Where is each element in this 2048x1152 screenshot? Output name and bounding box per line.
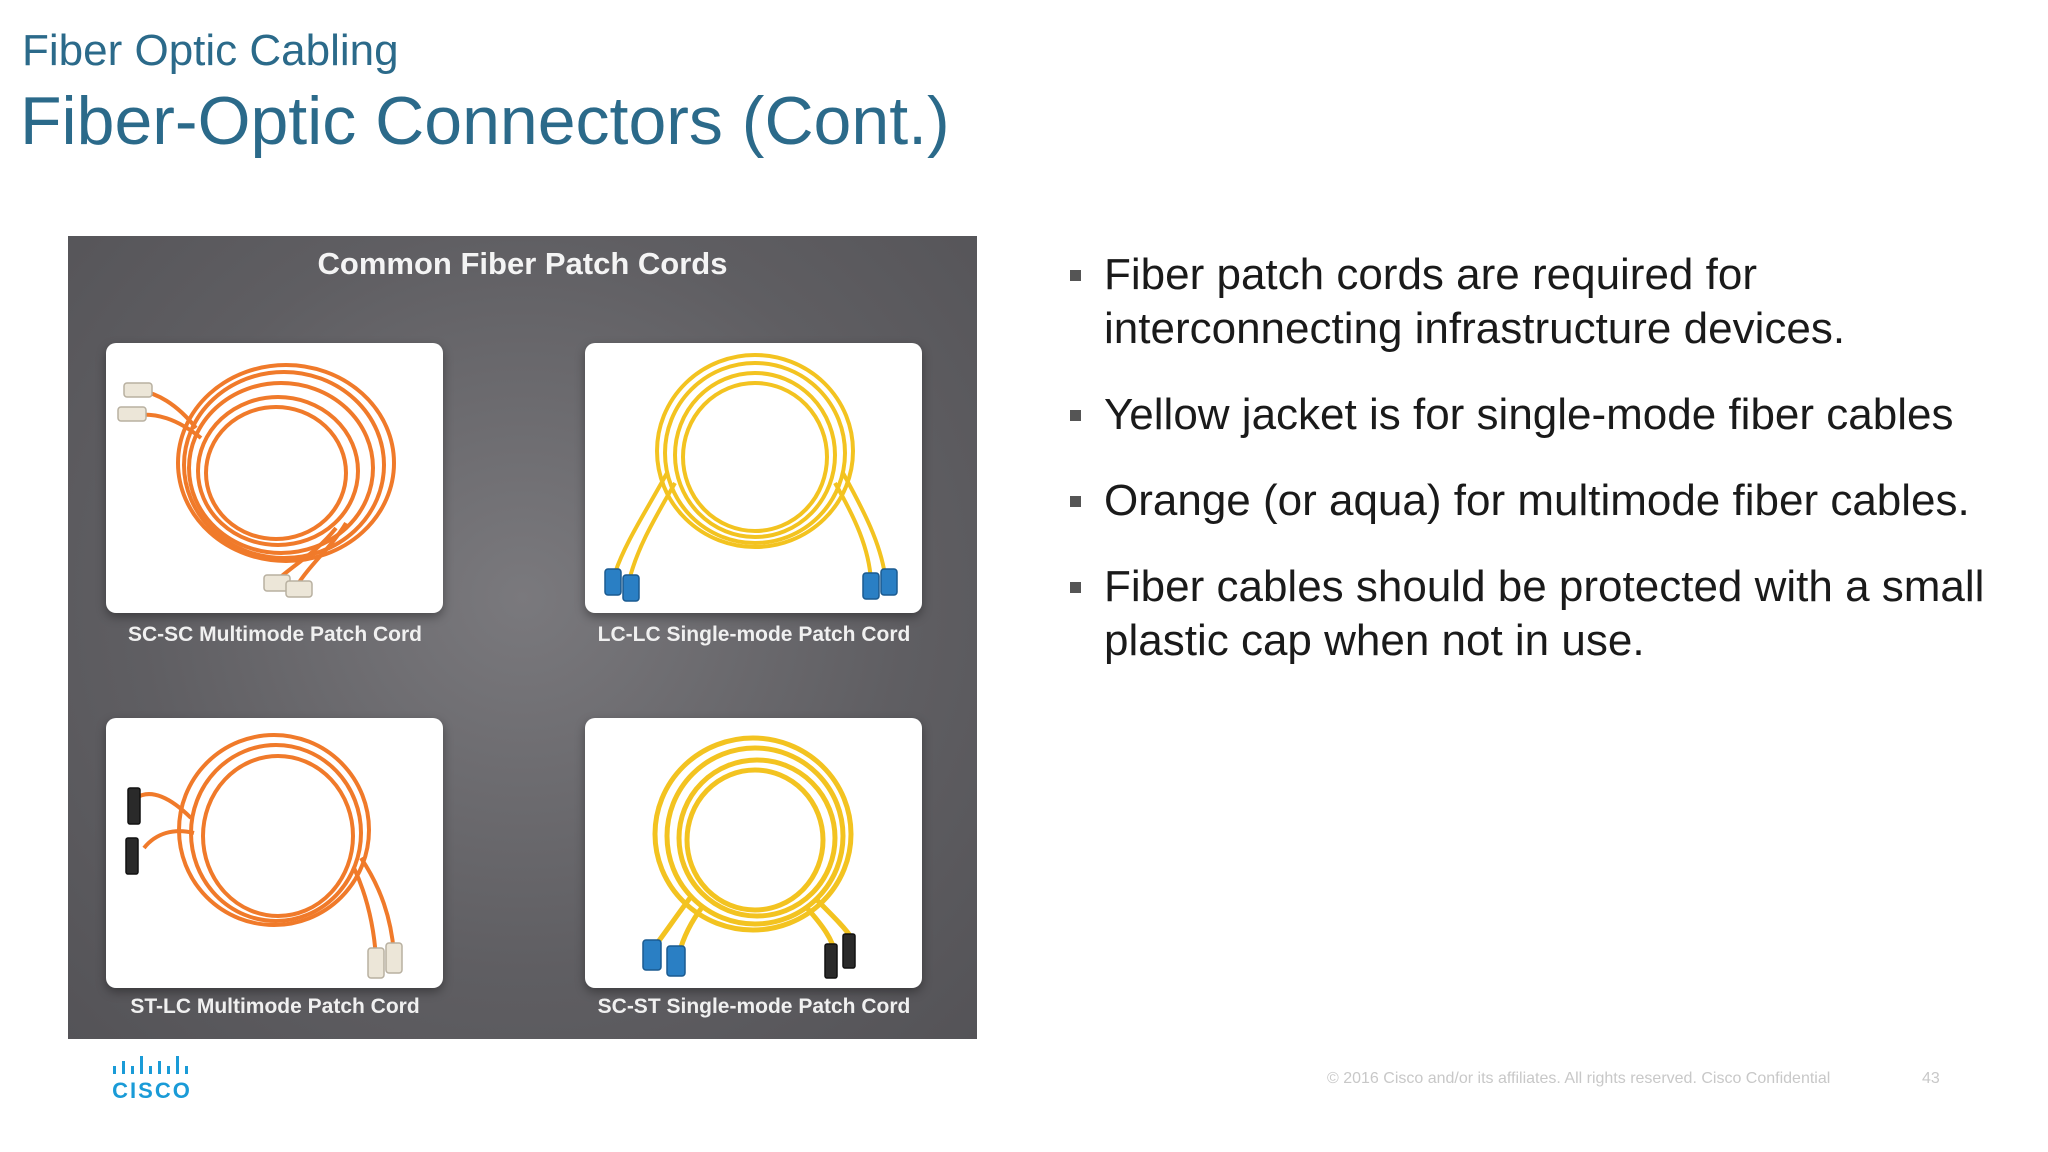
lc-lc-singlemode-cord-icon	[604, 353, 898, 602]
bullet-list: Fiber patch cords are required for inter…	[1070, 248, 2010, 700]
sc-sc-multimode-cord-icon	[117, 363, 396, 598]
sc-st-singlemode-card	[585, 718, 922, 988]
square-bullet-icon	[1070, 270, 1081, 281]
bullet-text: Fiber patch cords are required for inter…	[1104, 250, 1846, 353]
bullet-text: Fiber cables should be protected with a …	[1104, 562, 1985, 665]
cisco-logo: CISCO	[110, 1056, 194, 1103]
slide-subtitle: Fiber Optic Cabling	[22, 26, 399, 75]
square-bullet-icon	[1070, 410, 1081, 421]
sc-sc-multimode-card	[106, 343, 443, 613]
st-lc-multimode-cord-icon	[125, 733, 403, 979]
patch-cords-figure: Common Fiber Patch Cords	[68, 236, 977, 1039]
figure-heading: Common Fiber Patch Cords	[317, 246, 728, 281]
lc-lc-singlemode-caption: LC-LC Single-mode Patch Cord	[597, 623, 911, 646]
copyright-notice: © 2016 Cisco and/or its affiliates. All …	[1327, 1070, 1831, 1087]
bullet-item: Fiber patch cords are required for inter…	[1070, 248, 2010, 356]
bullet-text: Yellow jacket is for single-mode fiber c…	[1104, 390, 1954, 439]
square-bullet-icon	[1070, 496, 1081, 507]
lc-lc-singlemode-card	[585, 343, 922, 613]
cisco-logo-text: CISCO	[112, 1078, 192, 1103]
bullet-item: Orange (or aqua) for multimode fiber cab…	[1070, 474, 2010, 528]
slide-title: Fiber-Optic Connectors (Cont.)	[20, 83, 950, 159]
square-bullet-icon	[1070, 582, 1081, 593]
st-lc-multimode-caption: ST-LC Multimode Patch Cord	[130, 995, 420, 1018]
bullet-item: Yellow jacket is for single-mode fiber c…	[1070, 388, 2010, 442]
sc-st-singlemode-caption: SC-ST Single-mode Patch Cord	[597, 995, 911, 1018]
bullet-item: Fiber cables should be protected with a …	[1070, 560, 2010, 668]
page-number: 43	[1922, 1070, 1940, 1087]
cisco-bars-icon	[113, 1056, 188, 1074]
sc-sc-multimode-caption: SC-SC Multimode Patch Cord	[127, 623, 422, 646]
sc-st-singlemode-cord-icon	[642, 735, 856, 979]
st-lc-multimode-card	[106, 718, 443, 988]
bullet-text: Orange (or aqua) for multimode fiber cab…	[1104, 476, 1970, 525]
